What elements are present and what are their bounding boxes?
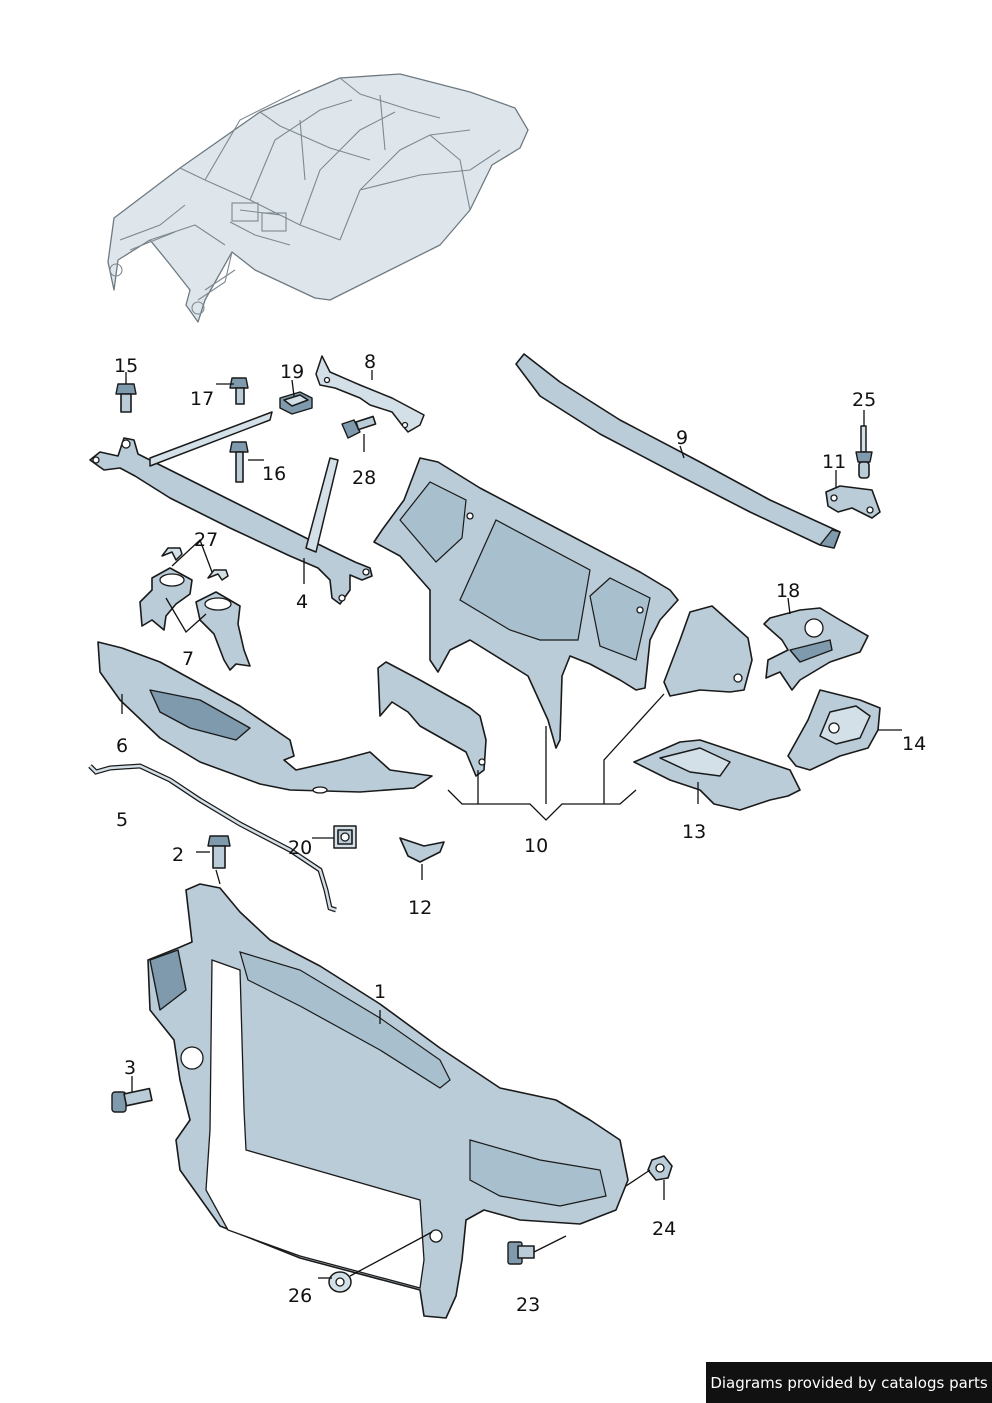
callout-20: 20 [288, 837, 312, 859]
callout-24: 24 [652, 1218, 676, 1240]
callout-18: 18 [776, 580, 800, 602]
body-in-white-overview [107, 73, 529, 323]
part-18 [763, 607, 869, 691]
callout-6: 6 [116, 735, 128, 757]
callout-12: 12 [408, 897, 432, 919]
callout-labels: 15 17 19 8 16 28 4 9 25 11 27 7 18 14 6 … [114, 351, 926, 1316]
callout-16: 16 [262, 463, 286, 485]
callout-3: 3 [124, 1057, 136, 1079]
part-10-panel [373, 457, 679, 749]
leader-lines [121, 370, 902, 1279]
callout-1: 1 [374, 981, 386, 1003]
part-1-front-carrier [147, 883, 629, 1319]
bolt-17 [229, 377, 249, 405]
part-5-wire [88, 763, 337, 913]
callout-25: 25 [852, 389, 876, 411]
callout-23: 23 [516, 1294, 540, 1316]
callout-14: 14 [902, 733, 926, 755]
callout-8: 8 [364, 351, 376, 373]
callout-28: 28 [352, 467, 376, 489]
callout-17: 17 [190, 388, 214, 410]
part-11-bracket [825, 485, 881, 519]
bolt-2 [207, 835, 231, 869]
callout-15: 15 [114, 355, 138, 377]
nut-26 [328, 1271, 352, 1293]
part-20-nut [333, 825, 357, 849]
callout-13: 13 [682, 821, 706, 843]
callout-19: 19 [280, 361, 304, 383]
credit-banner: Diagrams provided by catalogs parts [706, 1362, 992, 1403]
part-8-bracket [315, 355, 425, 433]
clip-27-b [207, 569, 229, 581]
bolt-3 [111, 1087, 153, 1113]
callout-2: 2 [172, 844, 184, 866]
callout-7: 7 [182, 648, 194, 670]
bolt-15 [115, 383, 137, 413]
part-4-strut-brace [89, 411, 373, 605]
part-10-side-piece [663, 605, 753, 697]
part-9-rail [515, 353, 841, 549]
part-14 [787, 689, 881, 771]
callout-9: 9 [676, 427, 688, 449]
nut-24 [647, 1155, 673, 1181]
bolt-23 [507, 1241, 535, 1265]
callout-4: 4 [296, 591, 308, 613]
callout-10: 10 [524, 835, 548, 857]
callout-11: 11 [822, 451, 846, 473]
part-12-clip [399, 837, 445, 863]
bolt-28 [341, 415, 377, 439]
part-10-lower-piece [377, 661, 487, 777]
part-13 [633, 739, 801, 811]
rivet-25 [855, 425, 873, 479]
bolt-16 [229, 441, 249, 483]
callout-27: 27 [194, 529, 218, 551]
part-7-duct-b [195, 591, 251, 671]
part-6-panel [97, 641, 433, 794]
clip-27-a [161, 547, 183, 561]
callout-5: 5 [116, 809, 128, 831]
part-19-clip [279, 391, 313, 415]
callout-26: 26 [288, 1285, 312, 1307]
